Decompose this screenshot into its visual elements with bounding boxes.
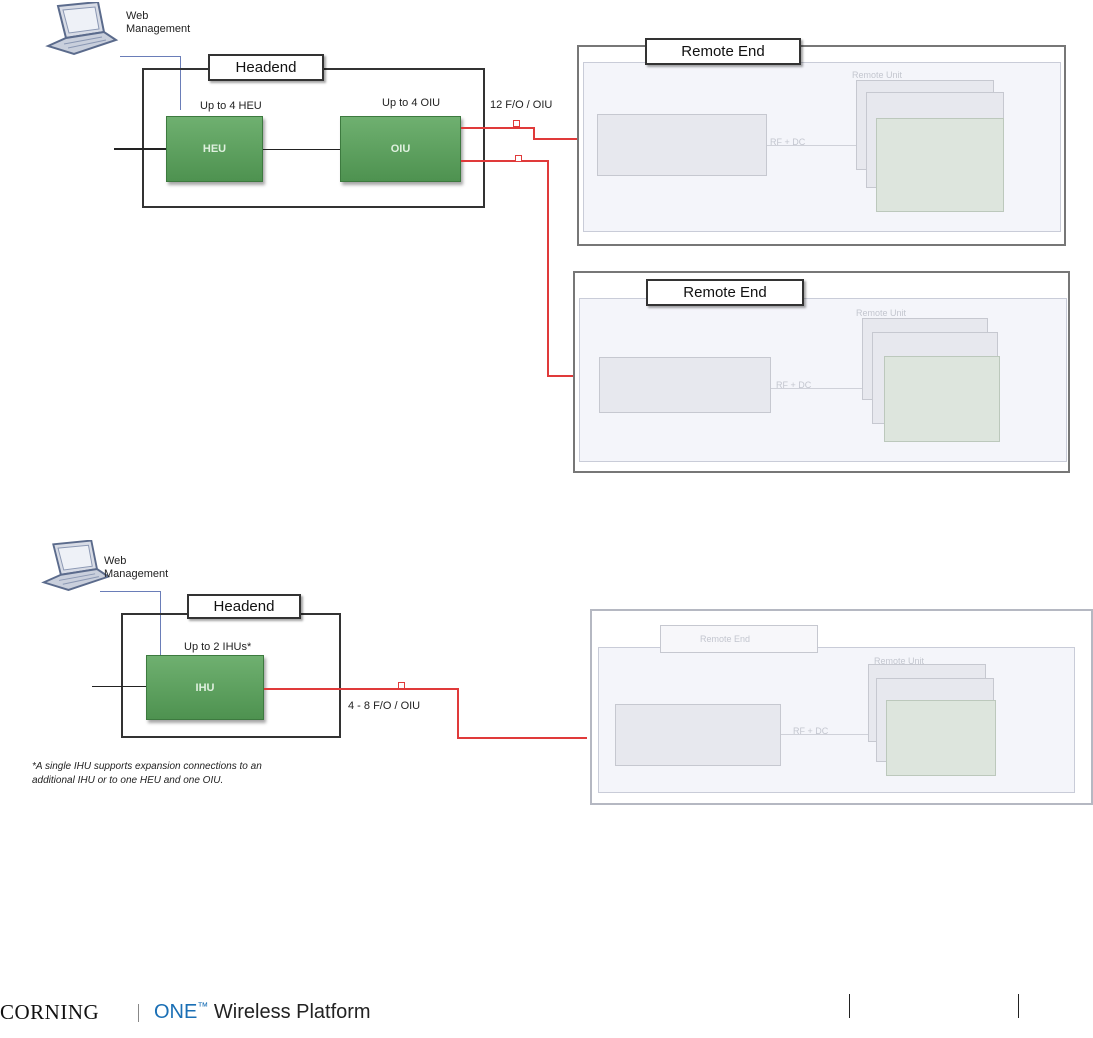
remote-end-tag: Remote End: [645, 38, 801, 65]
ihu-note: Up to 2 IHUs*: [184, 641, 252, 653]
fiber-line: [461, 127, 534, 129]
fiber-line: [547, 375, 575, 377]
faded-controller-box: [615, 704, 781, 766]
faded-label: Remote Unit: [874, 656, 925, 666]
fiber-line: [533, 127, 535, 139]
faded-label: RF + DC: [776, 380, 812, 390]
headend-tag: Headend: [208, 54, 324, 81]
faded-label: Remote End: [700, 634, 751, 644]
faded-label: Remote Unit: [856, 308, 907, 318]
faded-remote-unit: [886, 700, 996, 776]
footer-divider: [1018, 994, 1019, 1018]
heu-oiu-link: [263, 149, 340, 150]
laptop-icon: [45, 2, 119, 56]
laptop-icon: [41, 540, 111, 591]
management-link-line: [160, 591, 161, 655]
fiber-label: 4 - 8 F/O / OIU: [348, 700, 421, 712]
fiber-connector: [398, 682, 405, 689]
faded-label: RF + DC: [770, 137, 806, 147]
faded-link: [767, 145, 867, 146]
faded-remote-unit: [876, 118, 1004, 212]
fiber-line: [533, 138, 578, 140]
footnote: *A single IHU supports expansion connect…: [32, 761, 262, 786]
headend-tag: Headend: [187, 594, 301, 619]
faded-controller-box: [597, 114, 767, 176]
fiber-label: 12 F/O / OIU: [490, 99, 553, 111]
faded-controller-box: [599, 357, 771, 413]
faded-link: [771, 388, 871, 389]
footer-divider: [849, 994, 850, 1018]
remote-end-tag: Remote End: [646, 279, 804, 306]
faded-link: [781, 734, 875, 735]
fiber-line: [457, 688, 459, 738]
faded-label: Remote Unit: [852, 70, 903, 80]
fiber-line: [547, 161, 549, 376]
management-link-line: [180, 56, 181, 110]
product-trademark: ™: [197, 1001, 209, 1013]
faded-label: RF + DC: [793, 726, 829, 736]
fiber-line: [461, 160, 549, 162]
product-name: ONE™ Wireless Platform: [154, 1001, 371, 1024]
web-management-label: Web Management: [104, 555, 169, 580]
oiu-note: Up to 4 OIU: [382, 97, 441, 109]
oiu-box: OIU: [340, 116, 461, 182]
faded-remote-unit: [884, 356, 1000, 442]
input-line: [114, 148, 166, 150]
ihu-box: IHU: [146, 655, 264, 720]
fiber-line: [264, 688, 458, 690]
product-rest: Wireless Platform: [208, 1001, 371, 1023]
fiber-connector: [515, 155, 522, 162]
web-management-label: Web Management: [126, 10, 191, 35]
management-link-line: [120, 56, 180, 57]
fiber-line: [457, 737, 587, 739]
product-one: ONE: [154, 1001, 198, 1023]
corning-logo-text: CORNING: [0, 1000, 100, 1024]
heu-box: HEU: [166, 116, 263, 182]
heu-note: Up to 4 HEU: [200, 100, 262, 112]
fiber-connector: [513, 120, 520, 127]
footer-divider: [138, 1004, 139, 1022]
management-link-line: [100, 591, 160, 592]
input-line: [92, 686, 146, 687]
faded-remote-end-tag: [660, 625, 818, 653]
